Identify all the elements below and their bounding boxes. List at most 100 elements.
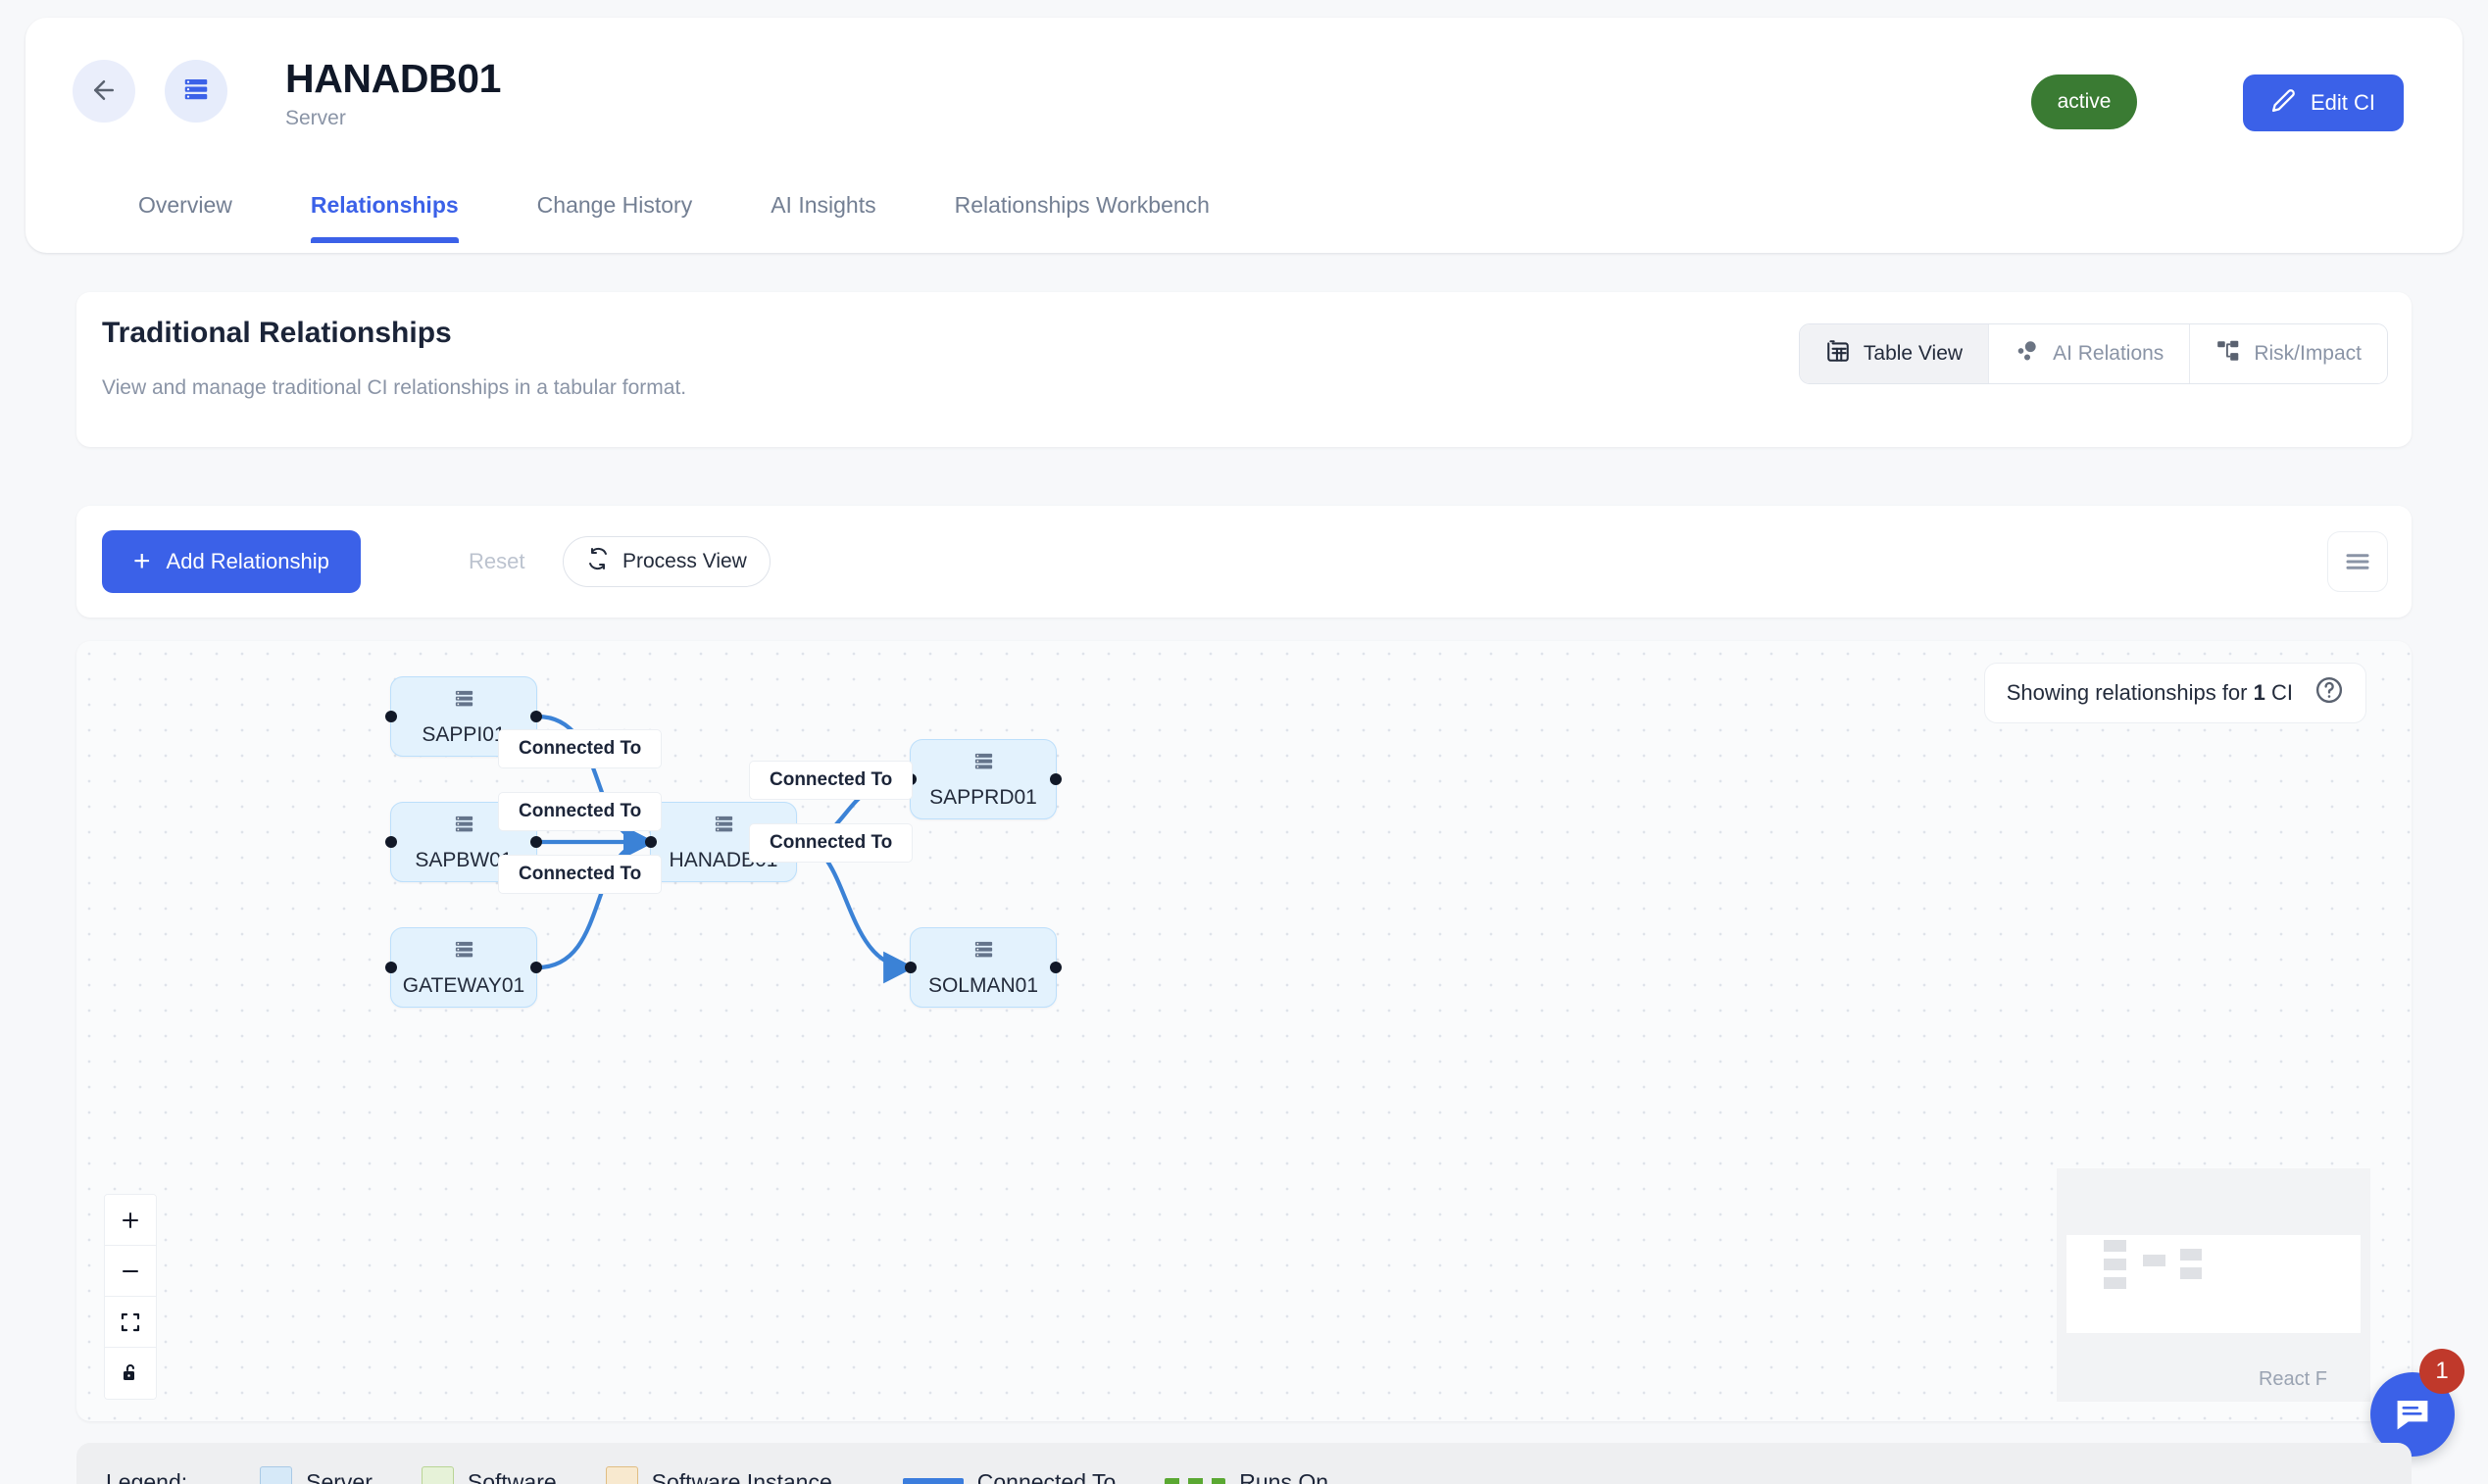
chat-bubble-icon [2392,1393,2433,1437]
ci-header-card: HANADB01 Server active Edit CI Overview … [25,18,2463,253]
fit-screen-icon[interactable] [105,1297,156,1348]
minimap-node [2180,1267,2202,1279]
lock-icon[interactable] [105,1348,156,1399]
node-handle-right[interactable] [530,836,542,848]
legend-item-server: Server [260,1465,373,1484]
status-badge[interactable]: active [2031,74,2137,129]
header-top-row: HANADB01 Server active Edit CI [25,18,2463,165]
node-handle-left[interactable] [645,836,657,848]
plus-icon: + [133,545,151,577]
node-handle-left[interactable] [385,836,397,848]
edge-label-hanadb01-sapprd01[interactable]: Connected To [749,761,914,800]
showing-relationships-count: 1 [2253,680,2265,705]
zoom-out-button[interactable] [105,1246,156,1297]
table-grid-icon [1825,338,1851,370]
view-toggle-ai-relations-label: AI Relations [2053,342,2165,365]
edge-label-sapbw01-hanadb01[interactable]: Connected To [498,792,663,831]
minimap-node [2180,1249,2202,1261]
legend-label-software: Software [467,1468,557,1484]
server-icon [453,813,475,840]
server-icon [181,74,211,109]
relationship-graph-canvas[interactable]: Showing relationships for 1 CI [76,641,2412,1421]
edge-label-sappi01-hanadb01[interactable]: Connected To [498,729,663,768]
help-circle-icon[interactable] [2314,675,2344,711]
back-button[interactable] [73,60,135,123]
refresh-icon [586,547,610,576]
edit-ci-button[interactable]: Edit CI [2242,74,2404,131]
server-icon [972,750,995,777]
graph-zoom-controls [104,1194,157,1400]
tab-ai-insights[interactable]: AI Insights [771,167,875,243]
node-handle-right[interactable] [530,962,542,973]
legend-swatch-software [421,1465,454,1484]
node-handle-left[interactable] [905,962,917,973]
legend-label-connected-to: Connected To [976,1468,1117,1484]
hamburger-menu-icon[interactable] [2327,531,2388,592]
edge-label-gateway01-hanadb01[interactable]: Connected To [498,855,663,894]
process-view-label: Process View [622,550,747,572]
hierarchy-icon [2215,338,2241,370]
ci-type-avatar [165,60,227,123]
scatter-dots-icon [2015,338,2040,370]
view-toggle-risk-impact[interactable]: Risk/Impact [2190,324,2387,383]
server-icon [713,813,735,840]
view-toggle-risk-impact-label: Risk/Impact [2254,342,2362,365]
legend-line-dashed-icon [1165,1477,1226,1484]
legend-label-runs-on: Runs On [1239,1468,1329,1484]
graph-node-label: SAPBW01 [415,848,513,871]
add-relationship-button[interactable]: + Add Relationship [102,530,361,593]
react-flow-attribution: React F [2250,1365,2335,1394]
tab-relationships[interactable]: Relationships [310,167,459,243]
tab-change-history[interactable]: Change History [537,167,693,243]
edit-ci-label: Edit CI [2310,90,2375,115]
edge-gateway01-hanadb01 [536,825,656,970]
graph-node-label: SAPPRD01 [929,785,1037,809]
legend-item-software: Software [421,1465,557,1484]
graph-node-label: GATEWAY01 [402,973,525,997]
view-toggle-table-view-label: Table View [1863,342,1964,365]
minimap-node [2104,1259,2126,1270]
showing-relationships-text: Showing relationships for 1 CI [2006,680,2293,705]
relationship-toolbar: + Add Relationship Reset Process View [76,506,2412,618]
minimap-node [2104,1277,2126,1289]
page-title: HANADB01 [285,56,502,101]
node-handle-left[interactable] [385,962,397,973]
view-toggle-ai-relations[interactable]: AI Relations [1989,324,2191,383]
add-relationship-label: Add Relationship [166,549,329,573]
section-description: View and manage traditional CI relations… [102,376,687,399]
legend-title: Legend: [106,1468,188,1484]
edge-label-hanadb01-solman01[interactable]: Connected To [749,823,914,863]
arrow-left-icon [89,75,119,108]
tab-overview[interactable]: Overview [138,167,232,243]
graph-node-label: SOLMAN01 [927,973,1039,997]
legend-line-solid-icon [902,1477,964,1484]
legend-item-connected-to: Connected To [902,1468,1117,1484]
process-view-button[interactable]: Process View [563,536,771,587]
view-toggle-table-view[interactable]: Table View [1799,324,1990,383]
server-icon [453,938,475,965]
node-handle-right[interactable] [1050,773,1062,785]
ci-title-block: HANADB01 Server [285,57,501,130]
legend-swatch-software-instance [605,1465,638,1484]
graph-node-solman01[interactable]: SOLMAN01 [905,927,1062,1008]
minimap-node [2104,1240,2126,1252]
pencil-icon [2271,88,2296,119]
node-handle-right[interactable] [1050,962,1062,973]
graph-node-gateway01[interactable]: GATEWAY01 [385,927,542,1008]
reset-button[interactable]: Reset [469,530,524,593]
tab-bar: Overview Relationships Change History AI… [25,167,2463,253]
node-handle-left[interactable] [385,711,397,722]
zoom-in-button[interactable] [105,1195,156,1246]
section-title: Traditional Relationships [102,317,452,349]
tab-relationships-workbench[interactable]: Relationships Workbench [955,167,1210,243]
graph-legend: Legend: Server Software Software Instanc… [76,1443,2412,1484]
graph-node-sapprd01[interactable]: SAPPRD01 [905,739,1062,819]
legend-item-runs-on: Runs On [1165,1469,1328,1484]
view-mode-toggle-group: Table View AI Relations [1798,323,2388,384]
node-handle-right[interactable] [530,711,542,722]
showing-relationships-indicator: Showing relationships for 1 CI [1983,663,2366,723]
server-icon [972,938,995,965]
chat-unread-badge: 1 [2419,1349,2464,1394]
graph-minimap[interactable]: React F [2057,1168,2370,1402]
